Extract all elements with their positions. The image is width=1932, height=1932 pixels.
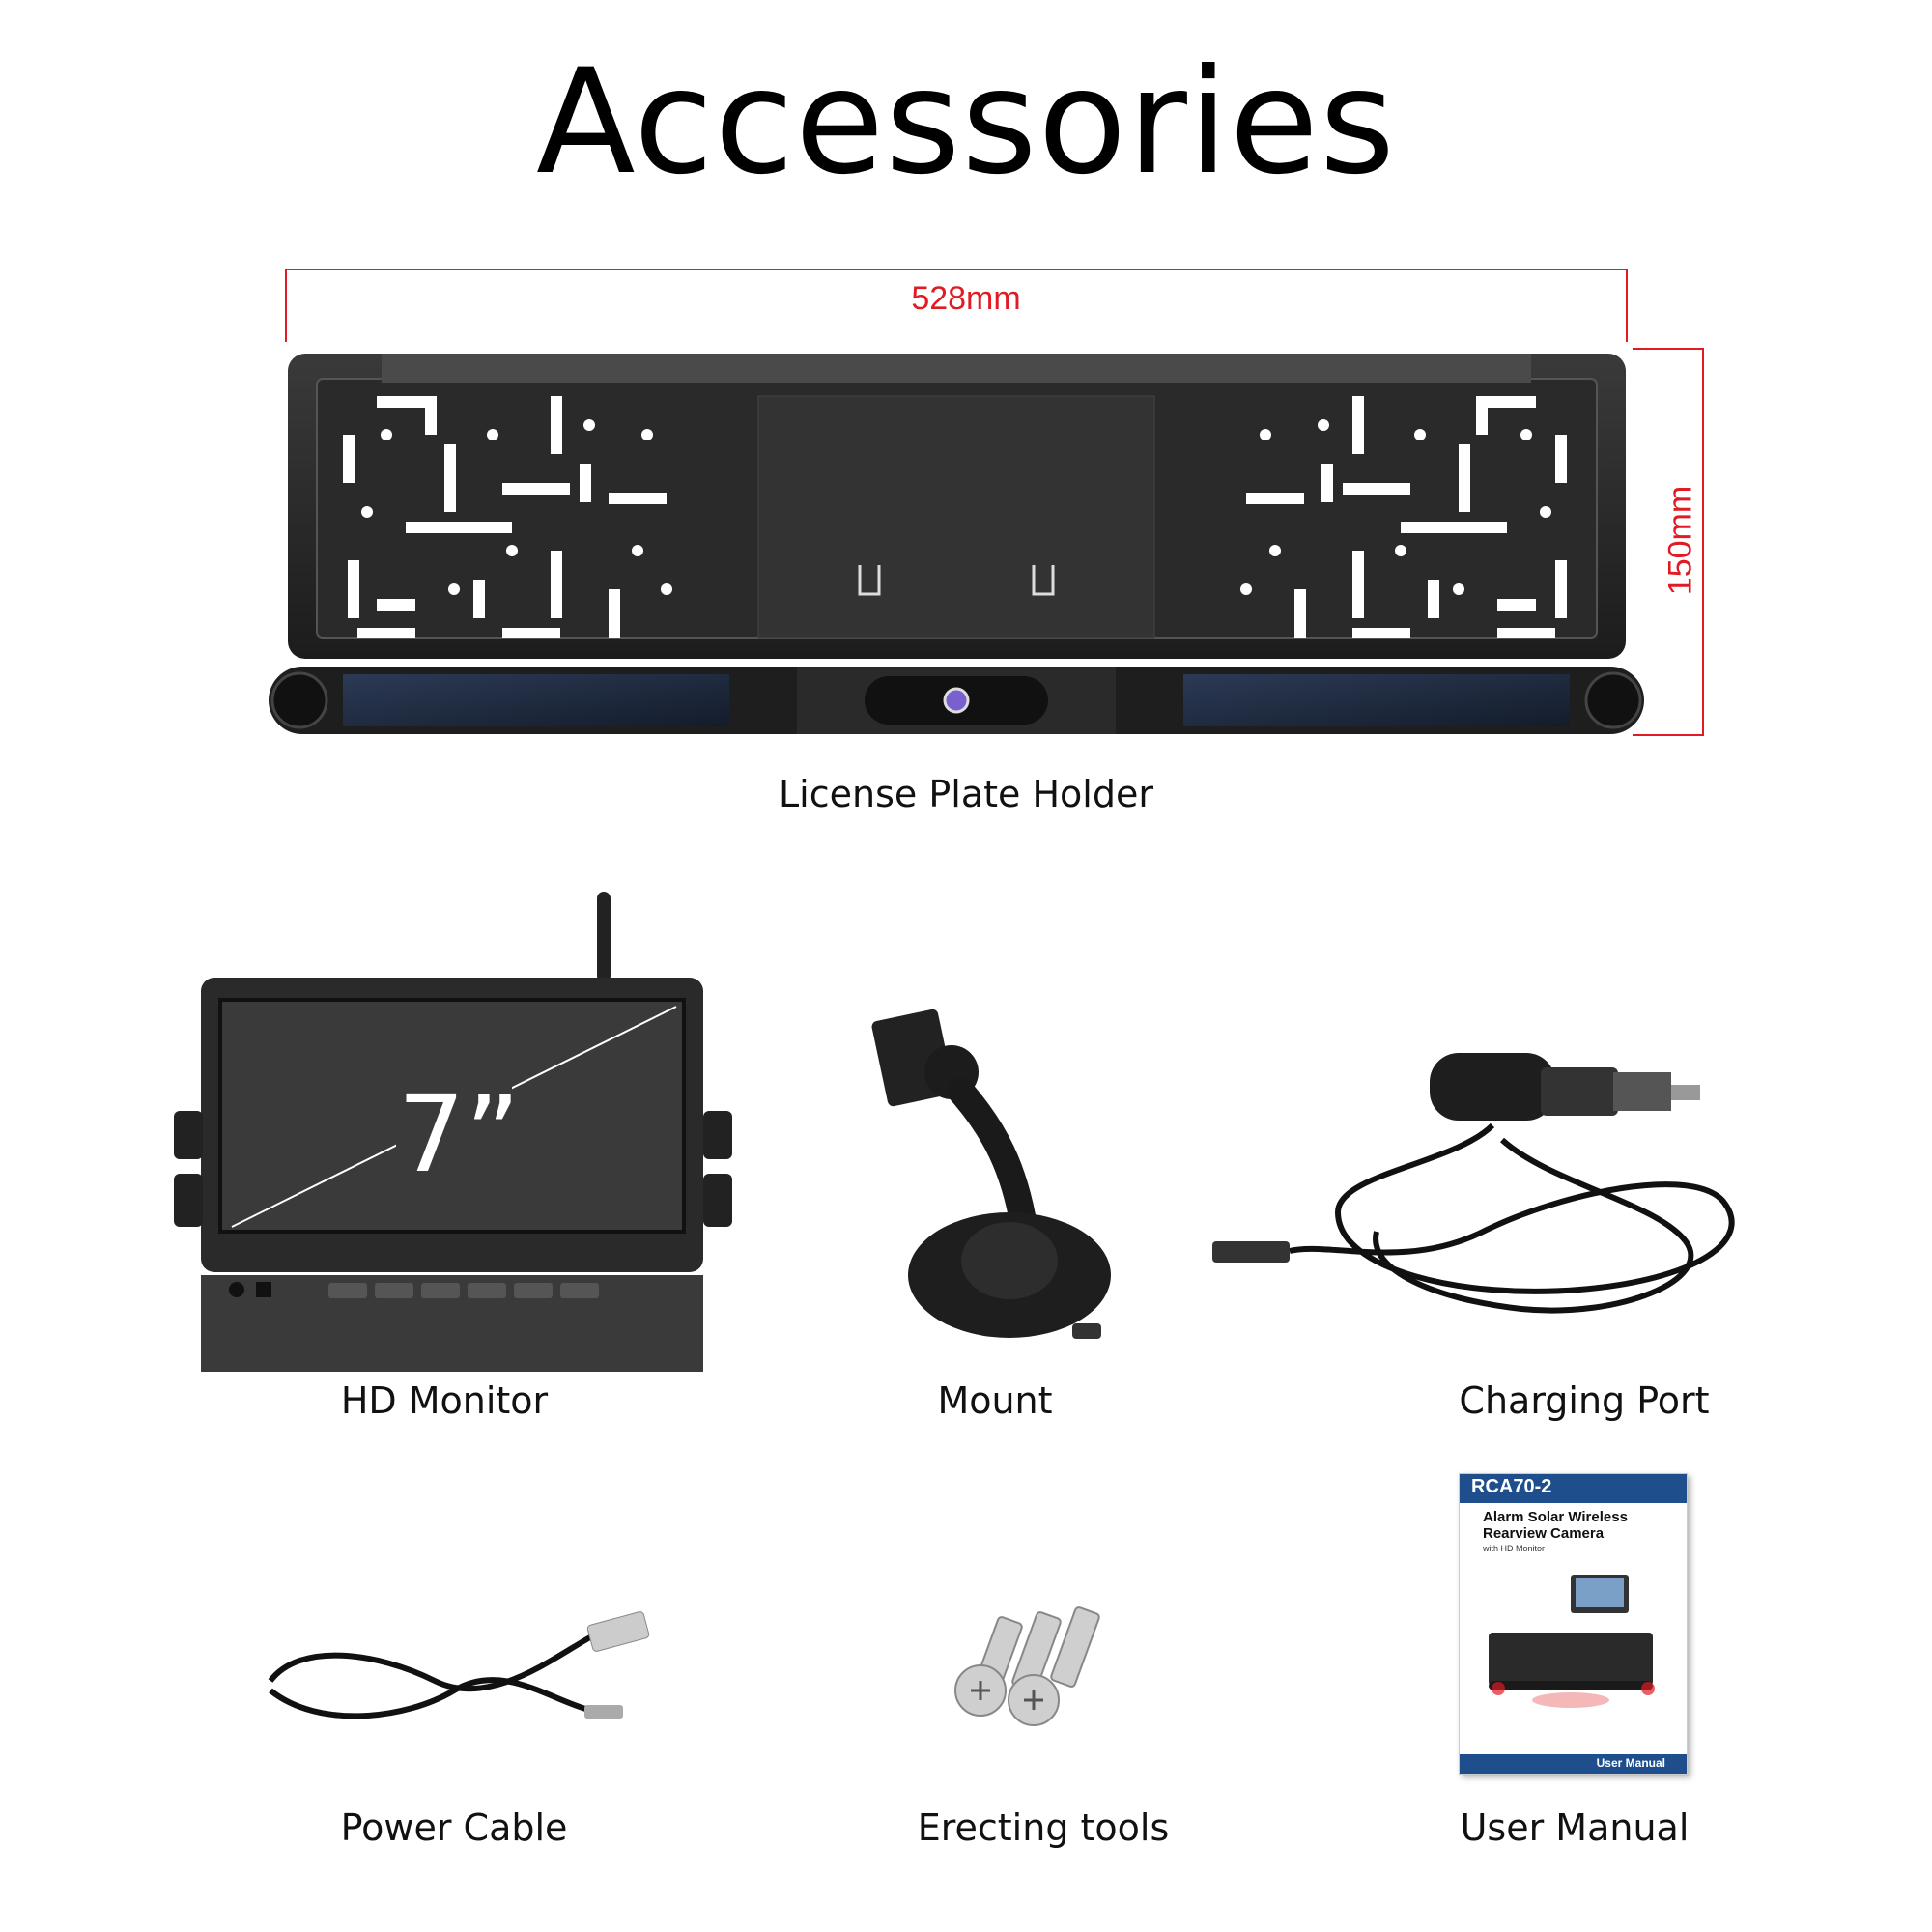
height-dimension-label: 150mm	[1662, 485, 1699, 596]
mount-image	[871, 1009, 1111, 1339]
page-title: Accessories	[535, 39, 1397, 207]
width-dimension-line	[285, 269, 1628, 270]
width-dimension-tick-right	[1626, 269, 1628, 342]
power-cable-image	[268, 1611, 650, 1719]
user-manual-image: RCA70-2 Alarm Solar Wireless Rearview Ca…	[1459, 1473, 1688, 1775]
height-dimension-tick-bottom	[1633, 734, 1704, 736]
monitor-caption: HD Monitor	[340, 1379, 549, 1422]
manual-model-bar: RCA70-2	[1460, 1474, 1687, 1503]
user-manual-caption: User Manual	[1460, 1806, 1690, 1849]
erecting-tools-image	[954, 1606, 1100, 1726]
manual-subtitle: with HD Monitor	[1483, 1544, 1546, 1553]
manual-footer-label: User Manual	[1596, 1756, 1665, 1770]
monitor-screen-label: 7”	[397, 1072, 521, 1196]
charging-port-caption: Charging Port	[1459, 1379, 1710, 1422]
manual-footer-bar: User Manual	[1460, 1754, 1687, 1774]
charging-port-image	[1212, 1053, 1735, 1314]
height-dimension-line	[1702, 348, 1704, 736]
manual-title-line2: Rearview Camera	[1483, 1525, 1605, 1542]
power-cable-caption: Power Cable	[340, 1806, 568, 1849]
width-dimension-label: 528mm	[911, 280, 1021, 317]
manual-title-line1: Alarm Solar Wireless	[1483, 1509, 1628, 1525]
hd-monitor-image	[174, 892, 732, 1372]
license-plate-holder-image	[269, 354, 1644, 734]
plate-caption: License Plate Holder	[779, 773, 1153, 815]
mount-caption: Mount	[937, 1379, 1053, 1422]
manual-cover-illustration	[1489, 1575, 1655, 1708]
erecting-tools-caption: Erecting tools	[917, 1806, 1170, 1849]
width-dimension-tick-left	[285, 269, 287, 342]
height-dimension-tick-top	[1633, 348, 1704, 350]
